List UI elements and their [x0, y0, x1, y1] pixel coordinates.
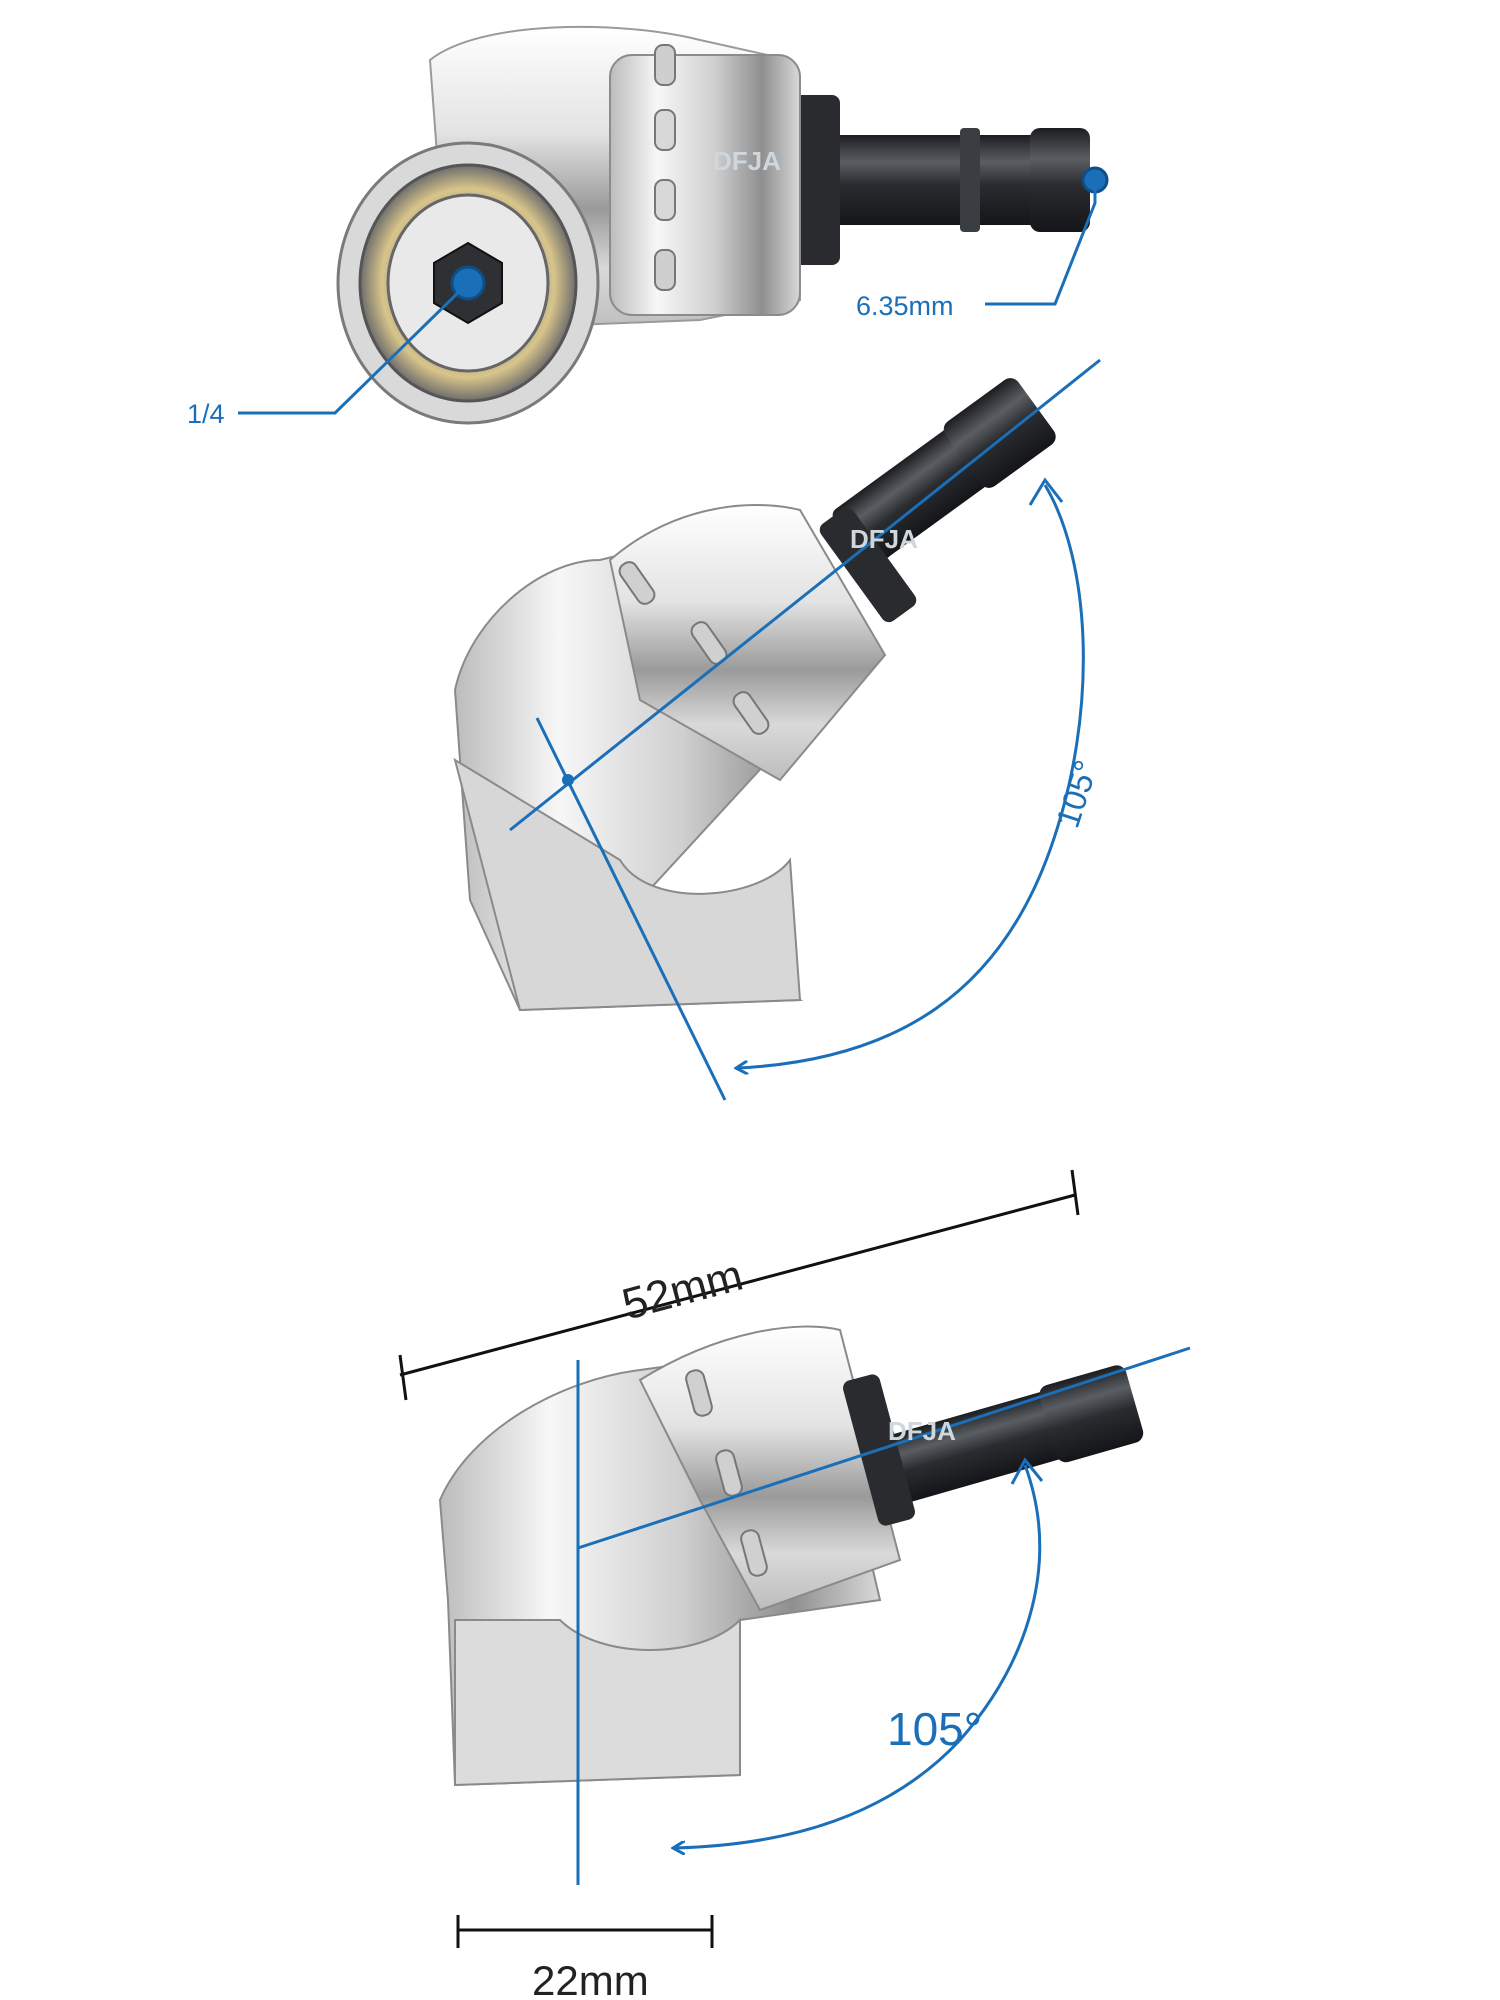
- bottom-chrome-body: [438, 1325, 915, 1787]
- length-dimension-tick-right: [1070, 1169, 1080, 1216]
- middle-view: 105° DFJA: [453, 358, 1105, 1101]
- width-dimension-label: 22mm: [532, 1957, 649, 2000]
- top-hex-shank: [790, 95, 1090, 265]
- middle-angle-label: 105°: [1049, 756, 1105, 832]
- middle-chrome-body: [453, 504, 917, 1012]
- middle-angle-arc: [738, 484, 1085, 1068]
- bottom-watermark: DFJA: [888, 1416, 956, 1446]
- middle-angle-arc-head-top: [1028, 477, 1064, 506]
- bottom-angle-arc-head-top: [1010, 1457, 1044, 1485]
- socket-leader-line: [238, 281, 470, 415]
- bottom-shank-axis: [577, 1346, 1191, 1550]
- length-dimension-tick-left: [398, 1354, 408, 1401]
- socket-size-label: 1/4: [187, 399, 225, 429]
- bottom-angle-arc: [675, 1464, 1042, 1848]
- middle-shank-axis: [509, 358, 1101, 832]
- top-view: 6.35mm 1/4 DFJA: [187, 25, 1109, 429]
- bottom-view: 52mm 105° 22mm DFJA: [398, 1169, 1191, 2000]
- middle-pivot-dot: [562, 774, 574, 786]
- bottom-angle-label: 105°: [887, 1703, 982, 1755]
- top-watermark: DFJA: [713, 146, 781, 176]
- length-dimension-label: 52mm: [617, 1251, 748, 1330]
- middle-watermark: DFJA: [850, 524, 918, 554]
- hex-size-label: 6.35mm: [856, 291, 954, 321]
- hex-leader-line: [985, 180, 1097, 306]
- length-dimension-line: [399, 1193, 1076, 1377]
